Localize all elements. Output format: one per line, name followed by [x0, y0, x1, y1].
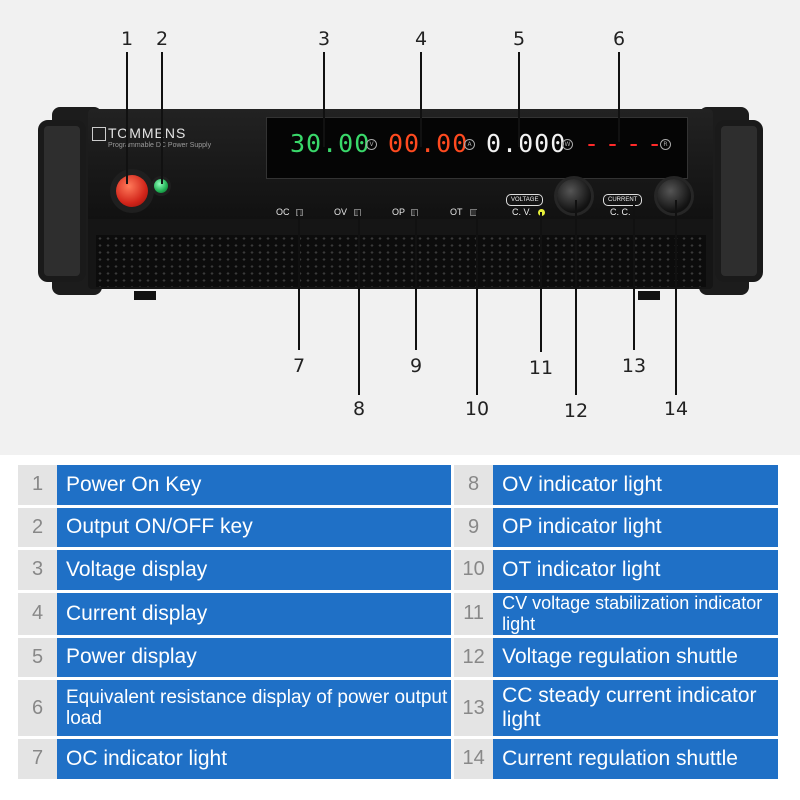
callout-9: 9 — [409, 355, 423, 377]
leader-2 — [161, 52, 163, 184]
leader-7 — [298, 210, 300, 350]
voltage-tag: VOLTAGE — [506, 194, 544, 206]
leader-3 — [323, 52, 325, 147]
power-on-key[interactable] — [116, 175, 148, 207]
resistance-display: ---- — [584, 129, 669, 158]
legend-num: 10 — [454, 550, 494, 590]
vent-grille — [96, 235, 706, 287]
current-display: 00.00 — [388, 129, 469, 158]
callout-11: 11 — [528, 357, 554, 379]
voltage-display: 30.00 — [290, 129, 371, 158]
legend-text: Current display — [57, 592, 452, 635]
legend-row: 2 Output ON/OFF key 9 OP indicator light — [18, 507, 778, 547]
brand-subtitle: Programmable DC Power Supply — [108, 142, 212, 149]
legend-num: 2 — [18, 507, 57, 547]
leader-10 — [476, 210, 478, 395]
callout-5: 5 — [512, 28, 526, 50]
cv-label: C. V. — [512, 207, 532, 217]
left-foot — [134, 291, 156, 300]
legend-row: 3 Voltage display 10 OT indicator light — [18, 550, 778, 590]
legend-row: 1 Power On Key 8 OV indicator light — [18, 465, 778, 505]
legend-text: Voltage display — [57, 550, 452, 590]
legend-row: 6 Equivalent resistance display of power… — [18, 680, 778, 736]
leader-4 — [420, 52, 422, 147]
legend-num: 11 — [454, 592, 494, 635]
legend-table: 1 Power On Key 8 OV indicator light 2 Ou… — [18, 462, 778, 782]
legend-num: 7 — [18, 739, 57, 779]
callout-12: 12 — [563, 400, 589, 422]
power-supply-unit: TOMMENS Programmable DC Power Supply 30.… — [38, 105, 763, 300]
legend-text: OV indicator light — [493, 465, 778, 505]
current-tag: CURRENT — [603, 194, 643, 206]
op-indicator-light — [411, 209, 418, 216]
leader-11 — [540, 212, 542, 352]
callout-7: 7 — [292, 355, 306, 377]
op-label: OP — [392, 207, 406, 217]
legend-num: 4 — [18, 592, 57, 635]
leader-9 — [415, 210, 417, 350]
legend-row: 4 Current display 11 CV voltage stabiliz… — [18, 592, 778, 635]
legend-text: CC steady current indicator light — [493, 680, 778, 736]
legend-row: 7 OC indicator light 14 Current regulati… — [18, 739, 778, 779]
callout-10: 10 — [464, 398, 490, 420]
leader-14 — [675, 200, 677, 395]
callout-3: 3 — [317, 28, 331, 50]
legend-num: 1 — [18, 465, 57, 505]
callout-1: 1 — [120, 28, 134, 50]
leader-12 — [575, 200, 577, 395]
legend-text: OC indicator light — [57, 739, 452, 779]
legend-text: Voltage regulation shuttle — [493, 637, 778, 677]
cc-label: C. C. — [610, 207, 631, 217]
display-window — [266, 117, 688, 179]
voltage-regulation-knob[interactable] — [557, 179, 591, 213]
ov-label: OV — [334, 207, 348, 217]
amp-unit-icon: A — [464, 139, 475, 150]
device-diagram: 1 2 3 4 5 6 7 8 9 10 11 12 13 14 TOMMENS… — [0, 0, 800, 455]
callout-14: 14 — [663, 398, 689, 420]
legend-text: OP indicator light — [493, 507, 778, 547]
legend-num: 9 — [454, 507, 494, 547]
legend-num: 6 — [18, 680, 57, 736]
right-handle — [715, 120, 763, 282]
leader-8 — [358, 210, 360, 395]
callout-6: 6 — [612, 28, 626, 50]
left-handle — [38, 120, 86, 282]
brand-name: TOMMENS — [108, 125, 187, 141]
legend-num: 8 — [454, 465, 494, 505]
ot-label: OT — [450, 207, 463, 217]
legend-num: 13 — [454, 680, 494, 736]
callout-8: 8 — [352, 398, 366, 420]
leader-6 — [618, 52, 620, 142]
leader-13 — [633, 205, 635, 350]
legend-text: CV voltage stabilization indicator light — [493, 592, 778, 635]
legend-row: 5 Power display 12 Voltage regulation sh… — [18, 637, 778, 677]
legend-text: Power display — [57, 637, 452, 677]
callout-2: 2 — [155, 28, 169, 50]
legend-text: Equivalent resistance display of power o… — [57, 680, 452, 736]
output-on-off-key[interactable] — [154, 179, 168, 193]
brand-logo-icon — [92, 127, 106, 141]
legend-num: 12 — [454, 637, 494, 677]
legend-text: OT indicator light — [493, 550, 778, 590]
volt-unit-icon: V — [366, 139, 377, 150]
watt-unit-icon: W — [562, 139, 573, 150]
legend-text: Current regulation shuttle — [493, 739, 778, 779]
ohm-unit-icon: R — [660, 139, 671, 150]
leader-1 — [126, 52, 128, 184]
leader-5 — [518, 52, 520, 147]
callout-13: 13 — [621, 355, 647, 377]
legend-text: Power On Key — [57, 465, 452, 505]
ov-indicator-light — [354, 209, 361, 216]
legend-num: 5 — [18, 637, 57, 677]
legend-num: 3 — [18, 550, 57, 590]
legend-text: Output ON/OFF key — [57, 507, 452, 547]
right-foot — [638, 291, 660, 300]
oc-label: OC — [276, 207, 290, 217]
power-display: 0.000 — [486, 129, 567, 158]
current-regulation-knob[interactable] — [657, 179, 691, 213]
legend-num: 14 — [454, 739, 494, 779]
callout-4: 4 — [414, 28, 428, 50]
